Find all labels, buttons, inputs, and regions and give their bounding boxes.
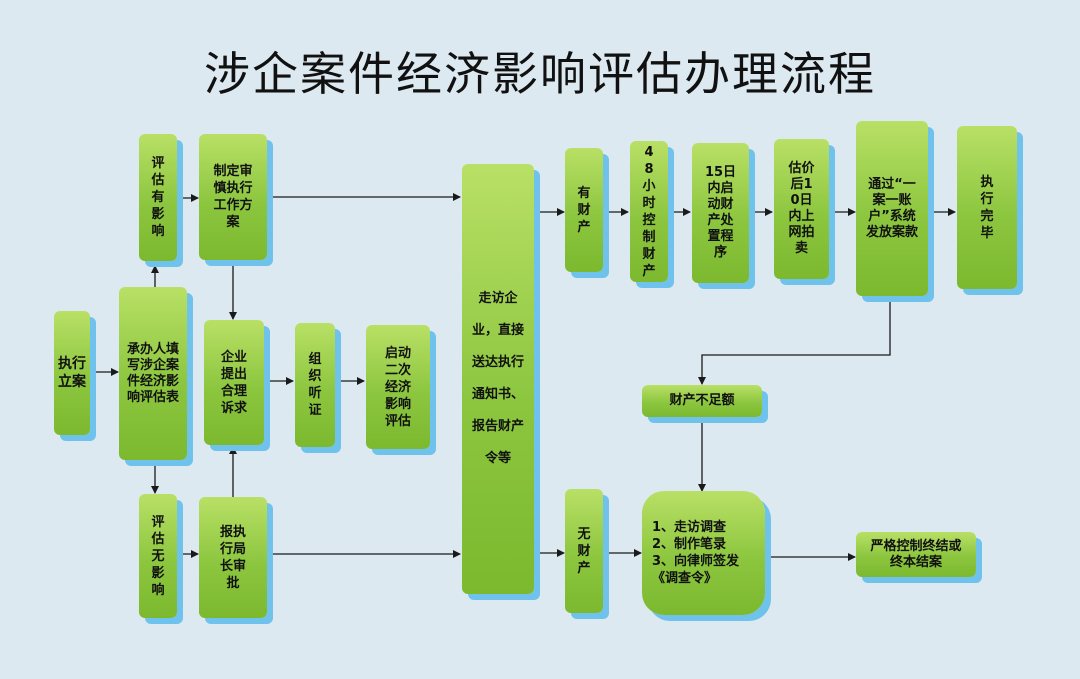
node-organize-hearing: 组织听证 (295, 323, 335, 447)
node-assessed-has-impact: 评估有影响 (139, 134, 177, 261)
node-report-director-approval: 报执行局长审批 (199, 497, 267, 618)
node-assessed-no-impact: 评估无影响 (139, 494, 177, 618)
arrow-yian-buzu (698, 296, 891, 385)
node-second-assessment: 启动二次经济影响评估 (366, 325, 430, 449)
node-15d-disposal-procedure: 15日内启动财产处置程序 (692, 143, 749, 283)
node-investigation-steps: 1、走访调查 2、制作笔录 3、向律师签发《调查令》 (642, 491, 765, 615)
node-visit-enterprise-serve-notice: 走访企业，直接送达执行通知书、报告财产令等 (462, 164, 534, 594)
node-no-property: 无财产 (565, 489, 603, 613)
node-draft-prudent-plan: 制定审慎执行工作方案 (199, 134, 267, 260)
node-has-property: 有财产 (565, 148, 603, 272)
node-enterprise-request: 企业提出合理诉求 (204, 320, 264, 445)
node-execution-filing: 执行立案 (54, 311, 90, 435)
node-online-auction: 估价后10日内上网拍卖 (774, 139, 829, 279)
node-execution-completed: 执行完毕 (957, 126, 1017, 289)
node-fill-assessment-form: 承办人填写涉企案件经济影响评估表 (119, 287, 187, 460)
node-strict-closure: 严格控制终结或终本结案 (856, 532, 976, 577)
node-one-case-one-account: 通过“一案一账户”系统发放案款 (856, 121, 928, 296)
node-48h-control-property: 48小时控制财产 (630, 141, 668, 282)
node-insufficient-property: 财产不足额 (642, 385, 762, 417)
page-title: 涉企案件经济影响评估办理流程 (204, 47, 876, 101)
